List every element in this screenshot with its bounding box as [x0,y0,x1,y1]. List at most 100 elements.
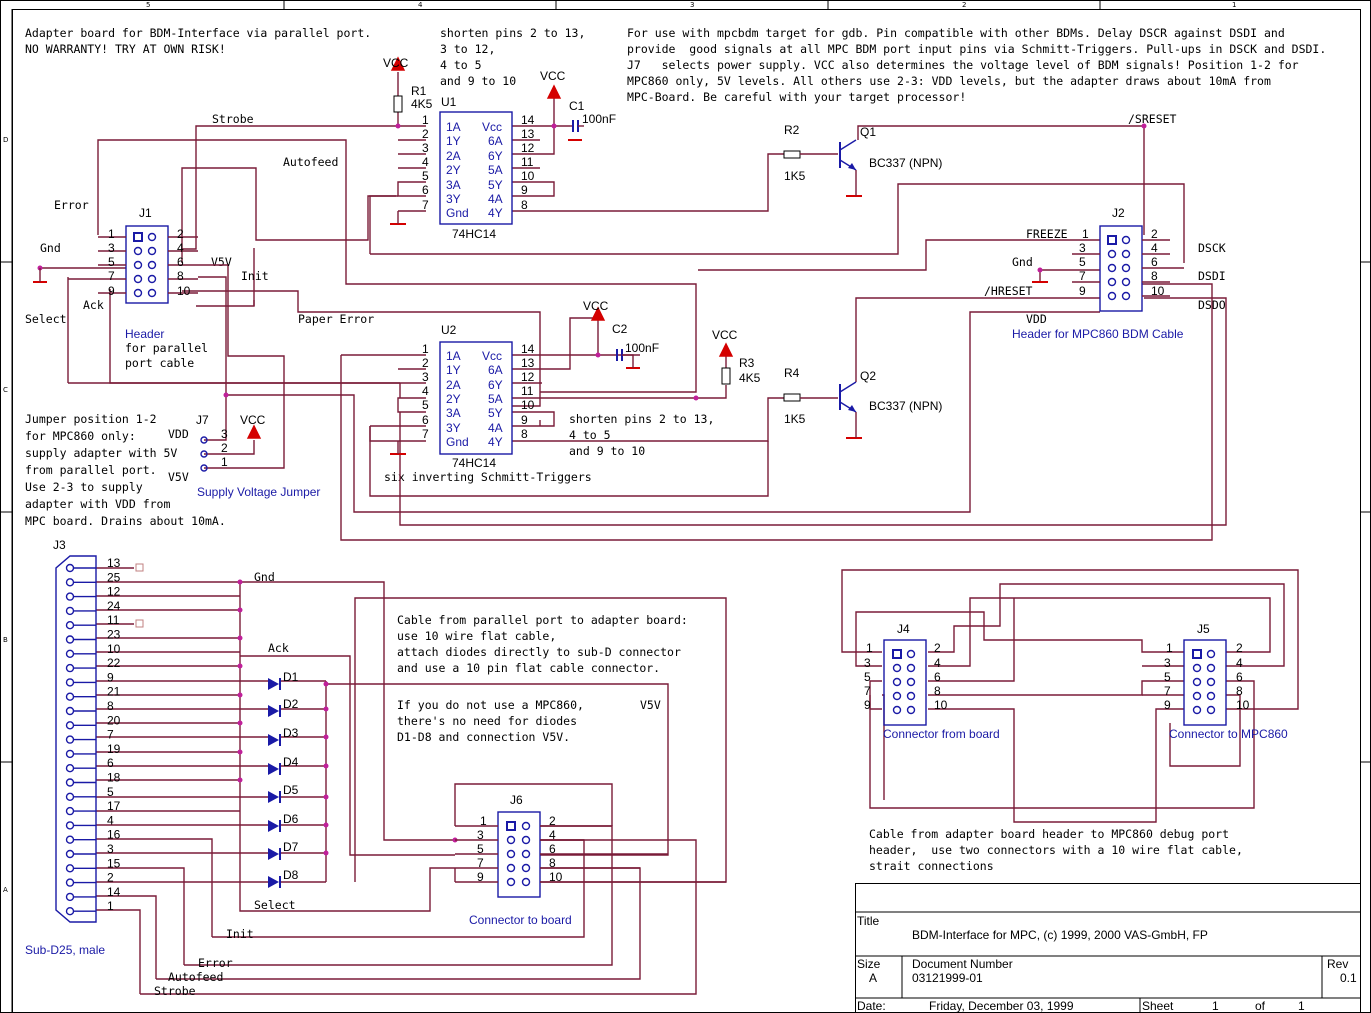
subd-pin-contact [65,892,75,902]
svg-text:9: 9 [864,698,871,712]
wires-top [40,96,1185,513]
svg-text:10: 10 [521,169,535,183]
subd-pin-number: 10 [107,642,121,656]
svg-text:3: 3 [1164,656,1171,670]
zone-top-5: 5 [146,1,150,9]
svg-text:4: 4 [422,384,429,398]
subd-pin-number: 13 [107,556,121,570]
u2-pin-numbers: 1 2 3 4 5 6 7 14 13 12 11 10 9 8 [422,342,535,441]
net-select: Select [25,312,67,326]
svg-text:Adapter board for BDM-Interfac: Adapter board for BDM-Interface via para… [25,26,371,40]
svg-text:4K5: 4K5 [739,371,761,385]
subd-pin-contact [65,606,75,616]
svg-text:11: 11 [521,155,534,169]
svg-text:Header: Header [125,327,164,341]
svg-text:6A: 6A [488,134,503,148]
svg-text:Gnd: Gnd [446,435,469,449]
svg-text:R2: R2 [784,123,800,137]
vcc-r3: VCC [712,328,738,368]
u1-type: 74HC14 [452,227,496,241]
header-j1: J1 1 3 5 7 9 2 4 6 8 10 Header for paral… [68,206,228,370]
j6-ref: J6 [510,793,523,807]
subd-pin-number: 16 [107,828,121,842]
diode-body [268,791,279,803]
svg-text:7: 7 [864,684,871,698]
zone-top-3: 3 [690,1,694,9]
subd-pin: 24 [65,599,121,616]
j6-pin-numbers: 1 3 5 7 9 2 4 6 8 10 [477,814,563,884]
diode: D6 [268,812,299,832]
svg-text:10: 10 [521,398,535,412]
svg-text:6: 6 [1236,670,1243,684]
svg-text:5: 5 [1164,670,1171,684]
diode-label: D7 [283,840,299,854]
svg-text:1: 1 [1082,227,1089,241]
wires-j4-j5 [841,569,1299,823]
j7-ref: J7 [196,413,209,427]
svg-text:4K5: 4K5 [411,97,433,111]
of-value: 1 [1298,999,1305,1013]
note-u2-desc: six inverting Schmitt-Triggers [384,470,592,484]
junctions [37,123,1147,856]
diode-label: D5 [283,783,299,797]
svg-text:attach diodes directly to sub-: attach diodes directly to sub-D connecto… [397,645,681,659]
net-strobe-subd: Strobe [154,984,196,998]
svg-text:VCC: VCC [240,413,266,427]
net-strobe: Strobe [212,112,254,126]
svg-text:6: 6 [177,255,184,269]
svg-text:C2: C2 [612,322,628,336]
svg-text:3A: 3A [446,406,461,420]
svg-text:9: 9 [1164,698,1171,712]
j2-ref: J2 [1112,206,1125,220]
svg-text:5: 5 [108,255,115,269]
svg-text:For use with mpcbdm target for: For use with mpcbdm target for gdb. Pin … [627,26,1285,40]
jumper-j7: J7 3 2 1 Supply Voltage Jumper [196,413,320,499]
svg-text:100nF: 100nF [625,341,659,355]
svg-text:10: 10 [1236,698,1250,712]
svg-text:VCC: VCC [383,56,409,70]
u2-type: 74HC14 [452,456,496,470]
docnum-label: Document Number [912,957,1013,971]
svg-text:10: 10 [934,698,948,712]
subd-pin-contact [65,563,75,573]
svg-text:and 9 to 10: and 9 to 10 [569,444,645,458]
subd-pin-number: 15 [107,856,121,870]
subd-pin-contact [65,849,75,859]
svg-text:4: 4 [934,656,941,670]
diode-body [268,820,279,832]
svg-text:4A: 4A [488,421,503,435]
subd-pin-number: 5 [107,785,114,799]
svg-text:5: 5 [1079,255,1086,269]
svg-text:shorten pins 2 to 13,: shorten pins 2 to 13, [569,412,714,426]
note-jumper: Jumper position 1-2 for MPC860 only: sup… [25,412,226,528]
size-label: Size [857,957,881,971]
ic-u1: U1 74HC14 1A 1Y 2A 2Y 3A 3Y Gnd Vcc 6A 6… [422,95,535,241]
svg-text:9: 9 [108,284,115,298]
svg-text:1A: 1A [446,120,461,134]
svg-text:2: 2 [177,227,184,241]
svg-text:4Y: 4Y [488,435,503,449]
note-bottom-right: Cable from adapter board header to MPC86… [869,827,1243,873]
diode-body [268,763,279,775]
svg-text:5A: 5A [488,392,503,406]
svg-text:9: 9 [1079,284,1086,298]
svg-text:1K5: 1K5 [784,169,806,183]
svg-text:8: 8 [549,856,556,870]
net-gnd-j1: Gnd [40,241,61,255]
subd-pin-number: 22 [107,656,121,670]
resistor-r4: R4 1K5 [783,366,838,426]
subd-pin: 19 [65,742,121,759]
svg-text:8: 8 [521,198,528,212]
resistor-r1: R1 4K5 [393,84,433,113]
subd-pin: 8 [65,699,114,716]
svg-text:14: 14 [521,113,535,127]
svg-text:9: 9 [521,183,528,197]
svg-text:MPC board. Drains about 10mA.: MPC board. Drains about 10mA. [25,514,226,528]
subd-pin-number: 14 [107,885,121,899]
svg-text:Q1: Q1 [860,125,876,139]
svg-text:13: 13 [521,127,535,141]
u2-ref: U2 [441,323,457,337]
svg-text:6A: 6A [488,363,503,377]
svg-text:R1: R1 [411,84,427,98]
